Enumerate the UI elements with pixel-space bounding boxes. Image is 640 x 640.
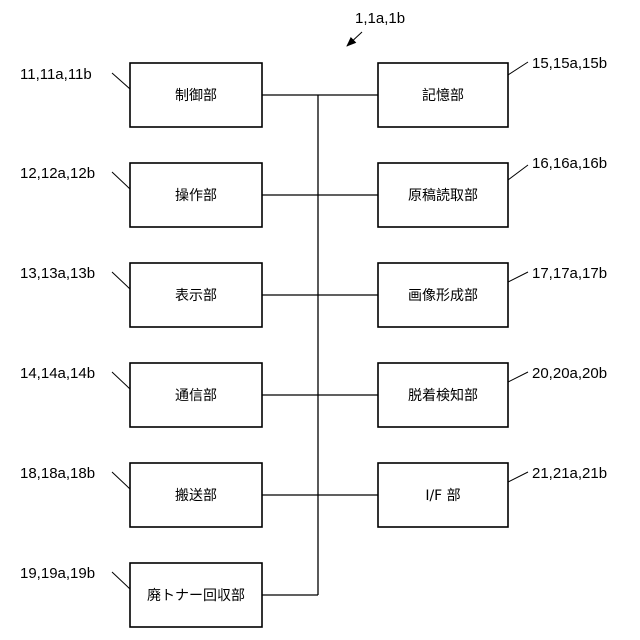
ref-leader xyxy=(112,472,130,489)
block-ref: 14,14a,14b xyxy=(20,365,95,382)
block-ref: 16,16a,16b xyxy=(532,155,607,172)
block-ref: 17,17a,17b xyxy=(532,265,607,282)
block-ref: 18,18a,18b xyxy=(20,465,95,482)
ref-leader xyxy=(112,73,130,89)
block-document-reader-unit: 原稿読取部 16,16a,16b xyxy=(378,155,607,227)
block-ref: 11,11a,11b xyxy=(20,66,92,83)
block-label: 表示部 xyxy=(175,288,217,304)
ref-leader xyxy=(112,272,130,289)
block-label: 搬送部 xyxy=(175,488,217,504)
ref-leader xyxy=(508,472,528,482)
block-control-unit: 制御部 11,11a,11b xyxy=(20,63,262,127)
block-conveyance-unit: 18,18a,18b 搬送部 xyxy=(20,463,262,527)
block-storage-unit: 記憶部 15,15a,15b xyxy=(378,55,607,127)
block-label: 廃トナー回収部 xyxy=(147,587,245,604)
block-ref: 12,12a,12b xyxy=(20,165,95,182)
ref-leader xyxy=(112,372,130,389)
block-communication-unit: 14,14a,14b 通信部 xyxy=(20,363,262,427)
block-label: I/F 部 xyxy=(425,488,460,504)
block-ref: 21,21a,21b xyxy=(532,465,607,482)
ref-leader xyxy=(508,165,528,180)
block-label: 制御部 xyxy=(175,88,217,104)
ref-leader xyxy=(112,172,130,189)
block-label: 原稿読取部 xyxy=(408,187,478,204)
block-waste-toner-unit: 19,19a,19b 廃トナー回収部 xyxy=(20,563,262,627)
ref-leader xyxy=(508,272,528,282)
block-ref: 13,13a,13b xyxy=(20,265,95,282)
block-interface-unit: I/F 部 21,21a,21b xyxy=(378,463,607,527)
system-ref-label: 1,1a,1b xyxy=(355,10,405,27)
block-label: 画像形成部 xyxy=(408,288,478,304)
block-attach-detect-unit: 脱着検知部 20,20a,20b xyxy=(378,363,607,427)
block-ref: 20,20a,20b xyxy=(532,365,607,382)
block-ref: 15,15a,15b xyxy=(532,55,607,72)
ref-leader xyxy=(508,372,528,382)
ref-leader xyxy=(112,572,130,589)
block-label: 記憶部 xyxy=(422,87,464,104)
block-image-forming-unit: 画像形成部 17,17a,17b xyxy=(378,263,607,327)
block-display-unit: 13,13a,13b 表示部 xyxy=(20,263,262,327)
block-operation-unit: 12,12a,12b 操作部 xyxy=(20,163,262,227)
block-ref: 19,19a,19b xyxy=(20,565,95,582)
system-ref-arrow xyxy=(347,32,362,46)
block-label: 通信部 xyxy=(175,388,217,404)
block-label: 操作部 xyxy=(175,188,217,204)
block-label: 脱着検知部 xyxy=(408,387,478,404)
ref-leader xyxy=(508,62,528,75)
